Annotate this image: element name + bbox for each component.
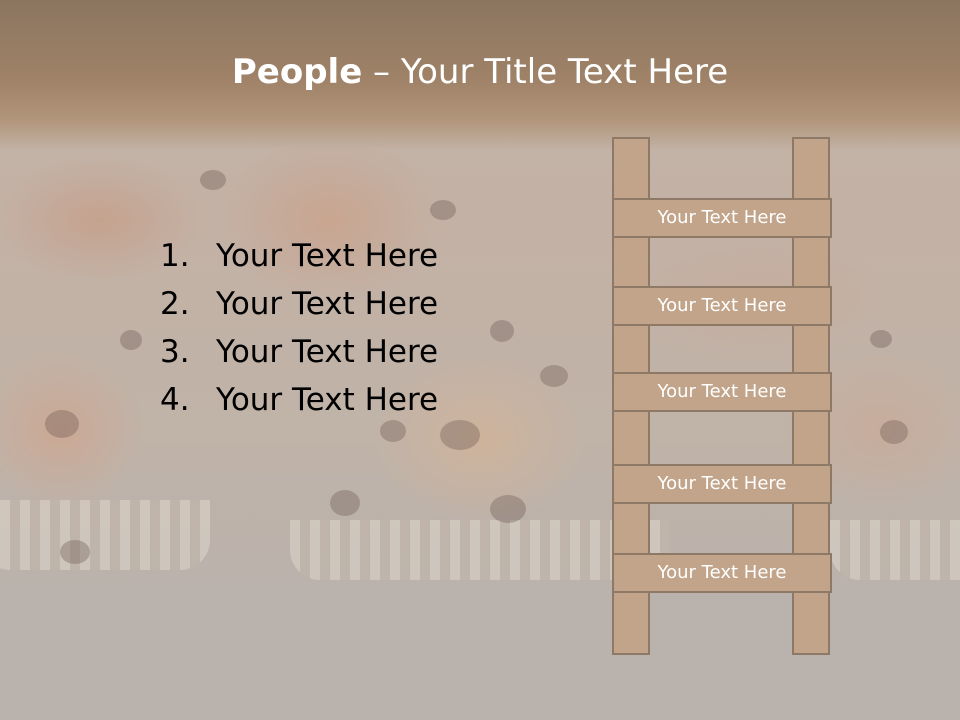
list-item: 3. Your Text Here	[160, 328, 438, 376]
muffin-cup	[0, 500, 210, 570]
muffin-cup	[830, 520, 960, 580]
ladder-rung: Your Text Here	[612, 286, 832, 326]
chocolate-chip	[60, 540, 90, 564]
list-item: 1. Your Text Here	[160, 232, 438, 280]
list-text: Your Text Here	[216, 238, 439, 274]
list-item: 4. Your Text Here	[160, 376, 438, 424]
ladder-rung: Your Text Here	[612, 464, 832, 504]
chocolate-chip	[540, 365, 568, 387]
slide-title: People – Your Title Text Here	[0, 52, 960, 92]
numbered-list: 1. Your Text Here 2. Your Text Here 3. Your…	[160, 232, 438, 424]
title-band	[0, 0, 960, 150]
chocolate-chip	[440, 420, 480, 450]
list-number: 1.	[160, 238, 190, 274]
list-text: Your Text Here	[216, 286, 439, 322]
ladder-rung: Your Text Here	[612, 553, 832, 593]
chocolate-chip	[880, 420, 908, 444]
list-item: 2. Your Text Here	[160, 280, 438, 328]
list-text: Your Text Here	[216, 382, 439, 418]
chocolate-chip	[200, 170, 226, 190]
chocolate-chip	[490, 320, 514, 342]
chocolate-chip	[490, 495, 526, 523]
ladder-rung: Your Text Here	[612, 372, 832, 412]
list-text: Your Text Here	[216, 334, 439, 370]
ladder-rung: Your Text Here	[612, 198, 832, 238]
list-number: 4.	[160, 382, 190, 418]
chocolate-chip	[430, 200, 456, 220]
title-bold: People	[231, 52, 363, 92]
title-rest: – Your Title Text Here	[362, 52, 729, 92]
list-number: 3.	[160, 334, 190, 370]
chocolate-chip	[45, 410, 79, 438]
muffin-cup	[290, 520, 670, 580]
chocolate-chip	[870, 330, 892, 348]
chocolate-chip	[380, 420, 406, 442]
chocolate-chip	[330, 490, 360, 516]
list-number: 2.	[160, 286, 190, 322]
chocolate-chip	[120, 330, 142, 350]
